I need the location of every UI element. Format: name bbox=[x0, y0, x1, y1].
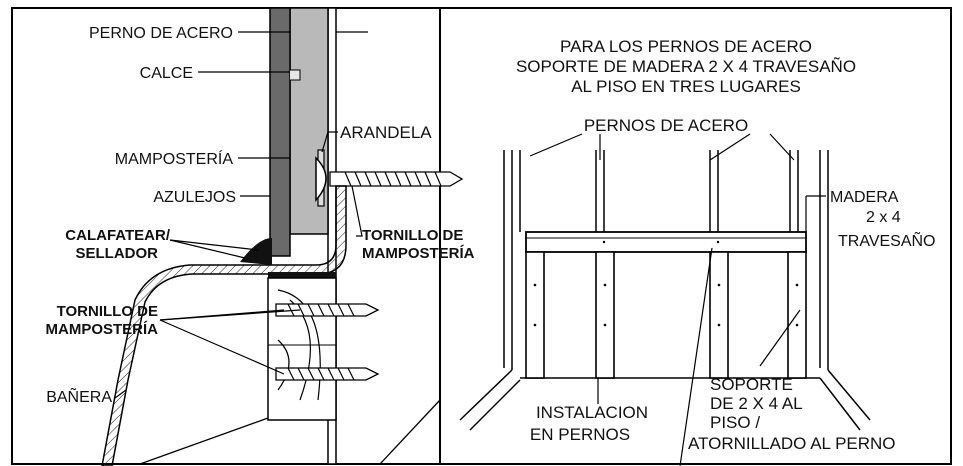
label-install-2: EN PERNOS bbox=[530, 425, 630, 444]
label-steel-stud: PERNO DE ACERO bbox=[89, 25, 233, 42]
floor-line bbox=[139, 417, 269, 465]
heading-line-2: SOPORTE DE MADERA 2 X 4 TRAVESAÑO bbox=[516, 57, 856, 76]
wood-supports bbox=[525, 251, 807, 379]
shim-shape bbox=[290, 69, 301, 81]
label-tiles: AZULEJOS bbox=[153, 189, 236, 206]
label-support-2: DE 2 X 4 AL bbox=[710, 394, 803, 413]
label-screw-left-1: TORNILLO DE bbox=[57, 303, 158, 320]
label-support-3: PISO / bbox=[710, 413, 760, 432]
label-caulk-1: CALAFATEAR/ bbox=[65, 227, 171, 244]
lower-screw-2 bbox=[275, 367, 380, 381]
label-wood-2: 2 x 4 bbox=[866, 209, 901, 226]
left-leaders bbox=[114, 31, 368, 399]
label-install-1: INSTALACION bbox=[536, 403, 648, 422]
right-leaders bbox=[529, 133, 826, 466]
screw-head-shape bbox=[315, 156, 327, 202]
lower-screw-1 bbox=[275, 303, 380, 317]
label-wood-3: TRAVESAÑO bbox=[838, 230, 936, 250]
label-caulk-2: SELLADOR bbox=[76, 245, 159, 262]
support-screws bbox=[533, 283, 799, 327]
caulk-bead-shape bbox=[240, 238, 272, 265]
fixture-curve-3 bbox=[277, 339, 290, 391]
wood-crossbar bbox=[525, 231, 807, 253]
label-shim: CALCE bbox=[140, 65, 193, 82]
label-support-4: ATORNILLADO AL PERNO bbox=[688, 434, 896, 453]
tile-layer-shape bbox=[269, 7, 291, 257]
outer-frame bbox=[11, 7, 952, 465]
heading-line-1: PARA LOS PERNOS DE ACERO bbox=[560, 37, 812, 56]
label-wood-1: MADERA bbox=[830, 189, 899, 206]
tub-flange-shape bbox=[101, 185, 347, 466]
label-steel-studs: PERNOS DE ACERO bbox=[584, 116, 748, 135]
screw-threads bbox=[344, 171, 442, 187]
heading-line-3: AL PISO EN TRES LUGARES bbox=[571, 77, 801, 96]
stud-frame bbox=[459, 150, 871, 431]
label-masonry: MAMPOSTERÍA bbox=[115, 149, 234, 168]
label-tub: BAÑERA bbox=[46, 386, 112, 406]
lower-stud-box bbox=[267, 277, 337, 421]
wall-section bbox=[101, 7, 464, 466]
label-washer: ARANDELA bbox=[340, 123, 432, 142]
sealant-strip bbox=[268, 272, 336, 278]
label-screw-right-2: MAMPOSTERÍA bbox=[362, 245, 475, 262]
label-screw-left-2: MAMPOSTERÍA bbox=[46, 321, 159, 338]
floor-line-right bbox=[379, 399, 441, 465]
label-support-1: SOPORTE bbox=[710, 375, 793, 394]
label-screw-right-1: TORNILLO DE bbox=[362, 227, 463, 244]
